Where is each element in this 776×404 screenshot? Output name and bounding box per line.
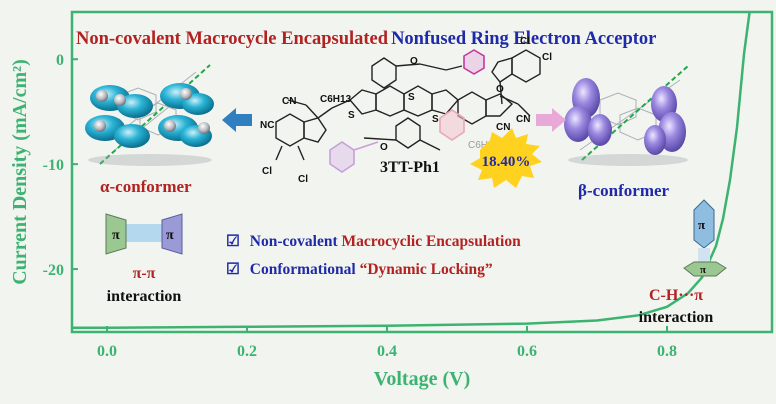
label-c6h13-bottom: C6H13: [468, 140, 500, 151]
x-tick-label: 0.0: [97, 343, 117, 360]
pi-symbol-bottom: π: [700, 264, 706, 276]
ch-pi-word: interaction: [639, 309, 714, 326]
y-tick-label: 0: [56, 52, 64, 69]
efficiency-badge: [470, 128, 542, 188]
x-tick-label: 0.8: [657, 343, 677, 360]
beta-conformer-label: β-conformer: [578, 181, 670, 200]
label-s-3: S: [432, 114, 439, 125]
label-o-2: O: [380, 142, 388, 153]
label-o-1: O: [410, 56, 418, 67]
y-axis-title: Current Density (mA/cm²): [9, 59, 31, 285]
feature-1-mark: ☑: [226, 233, 240, 250]
label-cl-left2: Cl: [298, 174, 308, 185]
x-tick-label: 0.6: [517, 343, 537, 360]
label-s-2: S: [408, 92, 415, 103]
pi-pi-word: interaction: [107, 288, 182, 305]
label-cn-right: CN: [496, 122, 510, 133]
molecule-colored-rings: [329, 49, 485, 173]
label-o-3: O: [496, 84, 504, 95]
pi-symbol-left: π: [112, 228, 120, 243]
arrow-to-alpha: [222, 108, 252, 132]
label-nc-right: CN: [516, 114, 530, 125]
tick-group: 0.0 0.2 0.4 0.6 0.8 0 -10 -20: [43, 52, 677, 360]
label-cl-right1: Cl: [520, 36, 530, 47]
feature-2-red: “Dynamic Locking”: [360, 261, 493, 278]
pi-pi-illustration: [105, 213, 183, 255]
alpha-conformer-illustration: [85, 64, 214, 166]
ch-pi-illustration: [683, 199, 727, 277]
x-axis-title: Voltage (V): [374, 368, 470, 390]
x-tick-label: 0.2: [237, 343, 257, 360]
x-tick-label: 0.4: [377, 343, 397, 360]
molecule-structure: [275, 49, 541, 161]
feature-1: ☑ Non-covalent Macrocyclic Encapsulation: [226, 233, 521, 250]
label-cl-right2: Cl: [542, 52, 552, 63]
pi-pi-label: π-π: [133, 265, 156, 282]
feature-2-mark: ☑: [226, 261, 240, 278]
efficiency-value: 18.40%: [482, 154, 531, 170]
label-c6h13-top: C6H13: [320, 94, 352, 105]
y-tick-label: -20: [43, 262, 64, 279]
ch-pi-label: C-H···π: [649, 287, 703, 304]
molecule-name: 3TT-Ph1: [380, 159, 440, 176]
label-s-1: S: [348, 110, 355, 121]
alpha-conformer-label: α-conformer: [100, 177, 192, 196]
feature-1-red: Macrocyclic Encapsulation: [341, 233, 521, 250]
feature-2: ☑ Conformational “Dynamic Locking”: [226, 261, 493, 278]
label-cl-left1: Cl: [262, 166, 272, 177]
feature-1-plain: Non-covalent: [250, 233, 342, 250]
y-tick-label: -10: [43, 157, 64, 174]
header-part1: Non-covalent Macrocycle Encapsulated: [76, 29, 389, 49]
beta-conformer-illustration: [564, 65, 689, 166]
molecule-atom-labels: C6H13 C6H13 CN NC Cl Cl S S S O O O Cl C…: [260, 36, 552, 185]
label-cn-left: CN: [282, 96, 296, 107]
series-line: [72, 11, 751, 330]
arrow-to-beta: [536, 108, 566, 132]
plot-frame: [70, 10, 774, 334]
feature-2-plain: Conformational: [250, 261, 360, 278]
pi-symbol-top: π: [698, 217, 705, 232]
label-nc-left: NC: [260, 120, 274, 131]
header-part2: Nonfused Ring Electron Acceptor: [391, 29, 656, 49]
pi-symbol-right: π: [166, 228, 174, 243]
